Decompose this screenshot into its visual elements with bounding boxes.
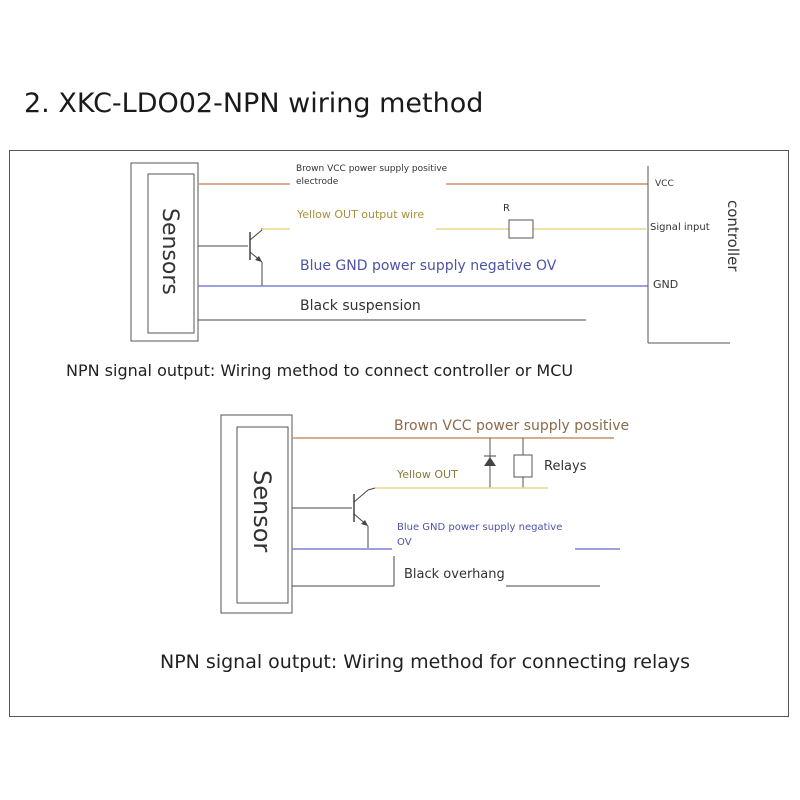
yellow-wire-label: Yellow OUT (396, 468, 458, 481)
sensor-housing-outer (220, 414, 293, 614)
resistor (508, 219, 534, 239)
signal-input-label: Signal input (650, 222, 710, 233)
gnd-label: GND (653, 278, 678, 291)
black-wire-label: Black suspension (300, 298, 421, 314)
transistor-arrow (255, 256, 262, 262)
brown-wire-label: Brown VCC power supply positive (394, 418, 629, 434)
sensor-label: Sensors (157, 208, 182, 295)
black-wire-label: Black overhang (404, 567, 505, 582)
diagram-frame (9, 150, 789, 717)
transistor-arrow (361, 520, 368, 526)
sensor-label: Sensor (248, 470, 276, 552)
sensor-housing-inner (147, 173, 195, 334)
collector-link (367, 487, 376, 491)
relay-coil (513, 454, 533, 478)
brown-wire-label-1: Brown VCC power supply positive (296, 164, 448, 174)
diagram-controller: Sensors Brown VCC power supply positive … (66, 162, 742, 380)
transistor-collector (249, 229, 263, 241)
brown-wire-label-2: electrode (296, 177, 339, 187)
resistor-label: R (503, 203, 510, 214)
relay-label: Relays (544, 459, 587, 474)
caption-relay: NPN signal output: Wiring method for con… (160, 651, 690, 673)
blue-wire-label: Blue GND power supply negative OV (300, 258, 557, 274)
vcc-label: VCC (655, 179, 674, 189)
sensor-housing-outer (130, 162, 199, 342)
diode-icon (484, 457, 496, 466)
transistor-collector (353, 489, 369, 503)
sensor-housing-inner (236, 426, 289, 604)
blue-wire-label-1: Blue GND power supply negative (397, 522, 562, 533)
caption-controller: NPN signal output: Wiring method to conn… (66, 361, 573, 380)
controller-label: controller (724, 200, 742, 272)
page-title: 2. XKC-LDO02-NPN wiring method (24, 88, 484, 119)
blue-wire-label-2: OV (397, 537, 412, 548)
diagram-relay: Sensor Brown VCC power supply positive R… (160, 414, 690, 673)
yellow-wire-label: Yellow OUT output wire (296, 208, 424, 221)
